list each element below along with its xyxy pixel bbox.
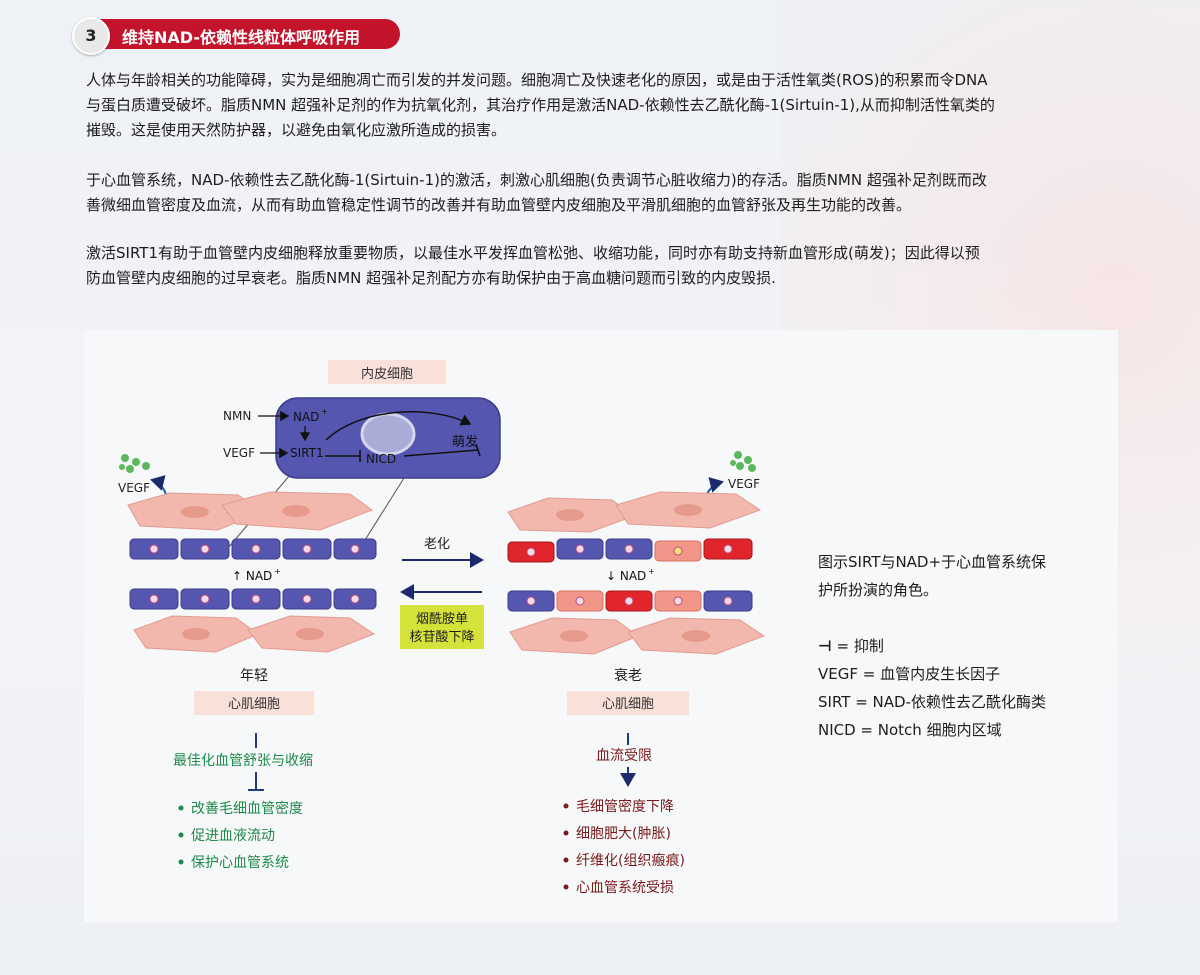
nad-up-label: ↑ NAD [232,569,272,583]
legend-list: ⊣ = 抑制 VEGF = 血管内皮生长因子 SIRT = NAD-依赖性去乙酰… [818,632,1046,744]
inhibit-symbol-icon: ⊣ [818,637,832,655]
cardio-left-box [194,691,314,715]
old-label: 衰老 [614,667,642,684]
vegf-dots-left [119,454,150,473]
sirt-to-sprout-arrow [325,411,472,441]
left-item: 促进血液流动 [191,828,275,844]
vegf-in-label: VEGF [223,446,255,460]
left-items: 改善毛细血管密度 促进血液流动 保护心血管系统 [178,800,303,871]
caption-line: 护所扮演的角色。 [818,581,939,599]
treatment-box [400,605,484,649]
endothelial-row-right-top [507,538,753,563]
cardio-right-label: 心肌细胞 [602,697,654,712]
nicd-label: NICD [366,452,396,466]
nad-down-sup: + [648,567,655,576]
legend-entry: NICD = Notch 细胞内区域 [818,721,1002,739]
nucleus [360,412,416,456]
nad-up-sup: + [274,567,281,576]
header-pill [90,19,400,49]
endothelial-row-left-bottom [129,588,377,610]
cardio-cells-left-bottom [133,615,376,653]
left-outcome: 最佳化血管舒张与收缩 [173,753,313,769]
legend-inhibit: ⊣ = 抑制 [818,632,1046,660]
paragraph-line: 善微细血管密度及血流，从而有助血管稳定性调节的改善并有助血管壁内皮细胞及平滑肌细… [86,196,912,214]
aging-label: 老化 [424,537,450,552]
paragraph-line: 与蛋白质遭受破坏。脂质NMN 超强补足剂的作为抗氧化剂，其治疗作用是激活NAD-… [86,96,995,114]
vegf-dots-right [730,451,756,472]
section-header: 3 维持NAD-依赖性线粒体呼吸作用 [72,17,402,55]
endothelial-row-left-top [129,538,377,560]
cardio-cells-right-top [507,491,762,533]
nmn-label: NMN [223,409,251,423]
nad-down-label: ↓ NAD [606,569,646,583]
right-items: 毛细管密度下降 细胞肥大(肿胀) 纤维化(组织瘢痕) 心血管系统受损 [563,798,685,896]
endothelial-label: 内皮细胞 [361,366,413,382]
paragraph-line: 于心血管系统，NAD-依赖性去乙酰化酶-1(Sirtuin-1)的激活，刺激心肌… [86,171,987,189]
cardio-right-box [567,691,689,715]
left-item: 改善毛细血管密度 [191,800,303,817]
cardio-cells-right-bottom [509,617,766,655]
right-outcome: 血流受限 [596,748,652,764]
right-item: 心血管系统受损 [576,880,674,896]
legend-entry: VEGF = 血管内皮生长因子 [818,665,1001,683]
cardio-cells-left-top [127,491,374,531]
cardio-left-label: 心肌细胞 [228,697,280,712]
paragraph-line: 摧毁。这是使用天然防护器，以避免由氧化应激所造成的损害。 [86,121,507,139]
paragraph-1: 人体与年龄相关的功能障碍，实为是细胞凋亡而引发的并发问题。细胞凋亡及快速老化的原… [86,68,1116,143]
right-item: 细胞肥大(肿胀) [576,826,671,842]
inhibit-text: = 抑制 [836,637,884,655]
right-item: 纤维化(组织瘢痕) [576,852,685,869]
paragraph-2: 于心血管系统，NAD-依赖性去乙酰化酶-1(Sirtuin-1)的激活，刺激心肌… [86,168,1116,218]
treatment-line-2: 核苷酸下降 [409,630,474,645]
paragraph-line: 激活SIRT1有助于血管壁内皮细胞释放重要物质，以最佳水平发挥血管松弛、收缩功能… [86,244,980,262]
inhibit-bar-2 [475,443,481,457]
vegf-right-label: VEGF [728,477,760,491]
endothelial-label-box [328,360,446,384]
paragraph-line: 人体与年龄相关的功能障碍，实为是细胞凋亡而引发的并发问题。细胞凋亡及快速老化的原… [86,71,988,89]
section-title: 维持NAD-依赖性线粒体呼吸作用 [122,28,360,47]
nad-inset: NAD [293,410,319,424]
section-number: 3 [72,17,110,55]
nad-inset-sup: + [321,407,328,416]
sprouting-label: 萌发 [452,434,478,450]
young-label: 年轻 [240,668,268,684]
endothelial-row-right-bottom [507,590,753,612]
caption-line: 图示SIRT与NAD+于心血管系统保 [818,553,1047,571]
legend-entry: SIRT = NAD-依赖性去乙酰化酶类 [818,693,1046,711]
zoom-line-right [359,477,405,549]
treatment-line-1: 烟酰胺单 [416,612,468,627]
right-item: 毛细管密度下降 [576,798,674,815]
paragraph-line: 防血管壁内皮细胞的过早衰老。脂质NMN 超强补足剂配方亦有助保护由于高血糖问题而… [86,269,776,287]
paragraph-3: 激活SIRT1有助于血管壁内皮细胞释放重要物质，以最佳水平发挥血管松弛、收缩功能… [86,241,1116,291]
sirt1-label: SIRT1 [290,446,324,460]
figure-caption: 图示SIRT与NAD+于心血管系统保 护所扮演的角色。 [818,548,1046,604]
nicd-inhibit-sprout [403,449,479,457]
left-item: 保护心血管系统 [191,855,289,871]
vegf-left-label: VEGF [118,481,150,495]
